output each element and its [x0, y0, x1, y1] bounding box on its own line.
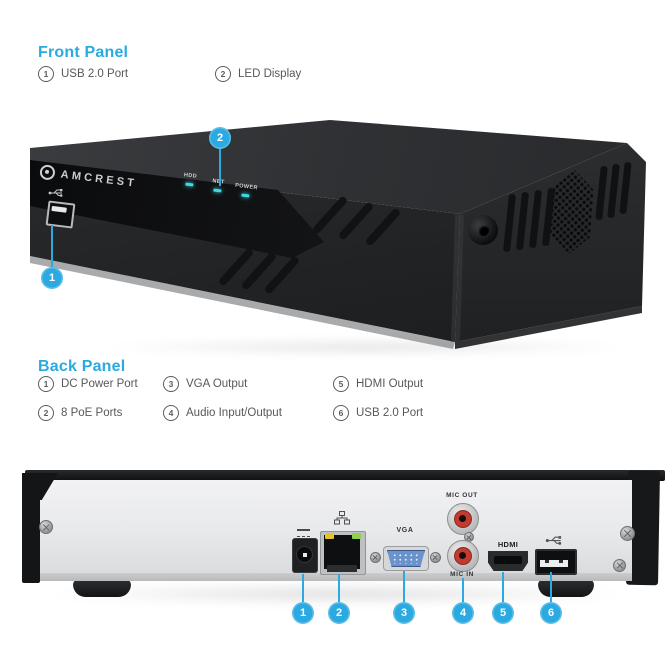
mic-in-jack [447, 540, 479, 572]
device-foot [538, 580, 594, 597]
dc-power-port [292, 538, 318, 573]
callout-1: 1 [41, 267, 63, 289]
screw-icon [370, 552, 381, 563]
legend-label: DC Power Port [61, 377, 138, 390]
callout-line-2 [338, 574, 340, 602]
side-dc-jack [468, 215, 498, 245]
device-foot [73, 580, 131, 597]
network-icon [334, 511, 350, 525]
screw-icon [39, 520, 53, 534]
dc-voltage-mark [297, 529, 310, 537]
vga-connector [387, 550, 425, 567]
vga-port [383, 546, 429, 571]
callout-line-6 [550, 572, 552, 602]
legend-item-vga: 3 VGA Output [163, 375, 248, 392]
screw-icon [430, 552, 441, 563]
ethernet-port-opening [324, 535, 360, 569]
legend-number: 1 [38, 65, 54, 82]
amcrest-logo-icon [39, 164, 56, 181]
callout-1: 1 [292, 602, 314, 624]
back-device-illustration: VGA MIC OUT MIC IN HDMI 1 2 3 4 5 6 [15, 468, 665, 660]
callout-2: 2 [209, 127, 231, 149]
legend-item-dc: 1 DC Power Port [38, 375, 138, 392]
callout-line-5 [502, 572, 504, 602]
callout-line-3 [403, 571, 405, 602]
callout-line-2 [219, 148, 221, 186]
hdmi-label: HDMI [497, 540, 519, 549]
mic-out-label: MIC OUT [446, 492, 478, 499]
legend-number: 2 [215, 65, 231, 82]
device-shadow [96, 338, 636, 356]
callout-5: 5 [492, 602, 514, 624]
callout-line-1 [302, 574, 304, 602]
usb-icon [545, 536, 562, 545]
legend-item-hdmi: 5 HDMI Output [333, 375, 424, 392]
back-top-edge [25, 470, 665, 481]
screw-icon [613, 559, 626, 572]
legend-number: 5 [333, 375, 349, 392]
legend-number: 2 [38, 404, 54, 421]
legend-item-front-usb: 1 USB 2.0 Port [38, 65, 129, 82]
callout-4: 4 [452, 602, 474, 624]
callout-6: 6 [540, 602, 562, 624]
mic-in-label: MIC IN [450, 571, 474, 578]
legend-item-audio: 4 Audio Input/Output [163, 404, 282, 421]
legend-label: USB 2.0 Port [61, 67, 129, 80]
ethernet-led-yellow [325, 533, 334, 539]
callout-line-4 [462, 578, 464, 602]
legend-label: Audio Input/Output [186, 406, 282, 419]
ethernet-port [320, 531, 366, 575]
front-panel-title: Front Panel [38, 44, 129, 62]
led-label: HDD [183, 172, 198, 180]
legend-item-usb: 6 USB 2.0 Port [333, 404, 424, 421]
ethernet-led-green [352, 533, 361, 539]
legend-label: HDMI Output [356, 377, 424, 390]
device-shadow [40, 584, 635, 604]
hdmi-port [488, 551, 528, 571]
legend-number: 6 [333, 404, 349, 421]
legend-label: VGA Output [186, 377, 248, 390]
callout-line-1 [51, 225, 53, 267]
callout-2: 2 [328, 602, 350, 624]
legend-label: USB 2.0 Port [356, 406, 424, 419]
left-bracket [22, 473, 40, 583]
device-corner-bevel [451, 214, 464, 342]
front-device-illustration: AMCREST HDD NET POWER 2 1 [26, 112, 650, 364]
mic-out-jack [447, 503, 479, 535]
legend-item-front-led: 2 LED Display [215, 65, 302, 82]
legend-label: LED Display [238, 67, 302, 80]
legend-number: 4 [163, 404, 179, 421]
legend-item-poe: 2 8 PoE Ports [38, 404, 123, 421]
usb-icon [48, 189, 63, 197]
back-panel-title: Back Panel [38, 358, 126, 376]
legend-number: 1 [38, 375, 54, 392]
legend-label: 8 PoE Ports [61, 406, 123, 419]
ethernet-tab [327, 565, 357, 572]
vga-label: VGA [396, 527, 414, 534]
callout-3: 3 [393, 602, 415, 624]
legend-number: 3 [163, 375, 179, 392]
screw-icon [620, 526, 635, 541]
back-usb-port [535, 549, 577, 575]
back-panel-lip [38, 573, 632, 581]
